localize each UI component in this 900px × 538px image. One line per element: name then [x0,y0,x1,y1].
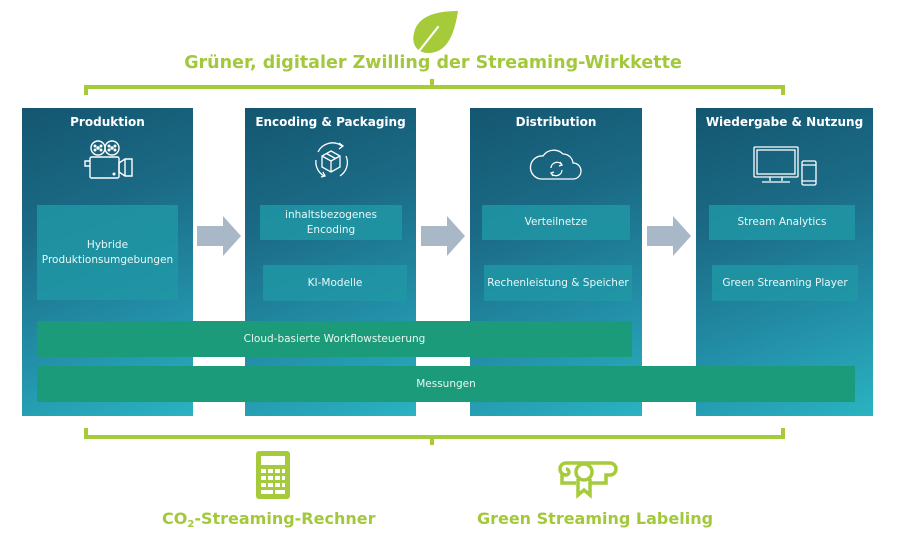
item-verteilnetze: Verteilnetze [482,205,630,240]
item-rechenleistung-speicher: Rechenleistung & Speicher [484,265,632,301]
diagram-title: Grüner, digitaler Zwilling der Streaming… [184,53,682,73]
item-inhaltsbezogenes-encoding: inhaltsbezogenes Encoding [260,205,402,240]
column-title: Wiedergabe & Nutzung [705,115,864,129]
column-title: Produktion [70,115,145,129]
cloud-sync-icon [529,149,582,180]
item-stream-analytics: Stream Analytics [709,205,855,240]
item-green-streaming-player: Green Streaming Player [712,265,858,301]
label-prefix: CO [162,509,188,528]
certificate-icon [558,461,618,499]
bar-messungen: Messungen [37,366,855,402]
green-streaming-labeling-label: Green Streaming Labeling [476,509,714,528]
column-title: Distribution [515,115,597,129]
film-camera-icon [83,140,133,179]
arrow-right-icon [647,216,691,256]
label-suffix: -Streaming-Rechner [194,509,376,528]
column-produktion: Produktion Hybride Produktionsumgebungen [22,108,193,416]
package-cycle-icon [314,142,348,178]
column-distribution: Distribution Verteilnetze Rechenleistung… [470,108,642,416]
monitor-phone-icon [752,146,817,186]
bar-label: Messungen [416,378,476,390]
item-ki-modelle: KI-Modelle [263,265,407,301]
label-subscript: 2 [187,519,195,530]
leaf-icon [413,11,458,57]
co2-streaming-rechner-label: CO2-Streaming-Rechner [162,509,376,530]
bar-cloud-workflowsteuerung: Cloud-basierte Workflowsteuerung [37,321,632,357]
calculator-icon [256,451,290,499]
arrow-right-icon [421,216,465,256]
arrow-right-icon [197,216,241,256]
bar-label: Cloud-basierte Workflowsteuerung [243,333,426,345]
column-title: Encoding & Packaging [255,115,406,129]
column-wiedergabe-nutzung: Wiedergabe & Nutzung Stream Analytics Gr… [696,108,873,416]
item-hybride-produktionsumgebungen: Hybride Produktionsumgebungen [37,205,178,300]
column-encoding-packaging: Encoding & Packaging inhaltsbezogenes En… [245,108,416,416]
